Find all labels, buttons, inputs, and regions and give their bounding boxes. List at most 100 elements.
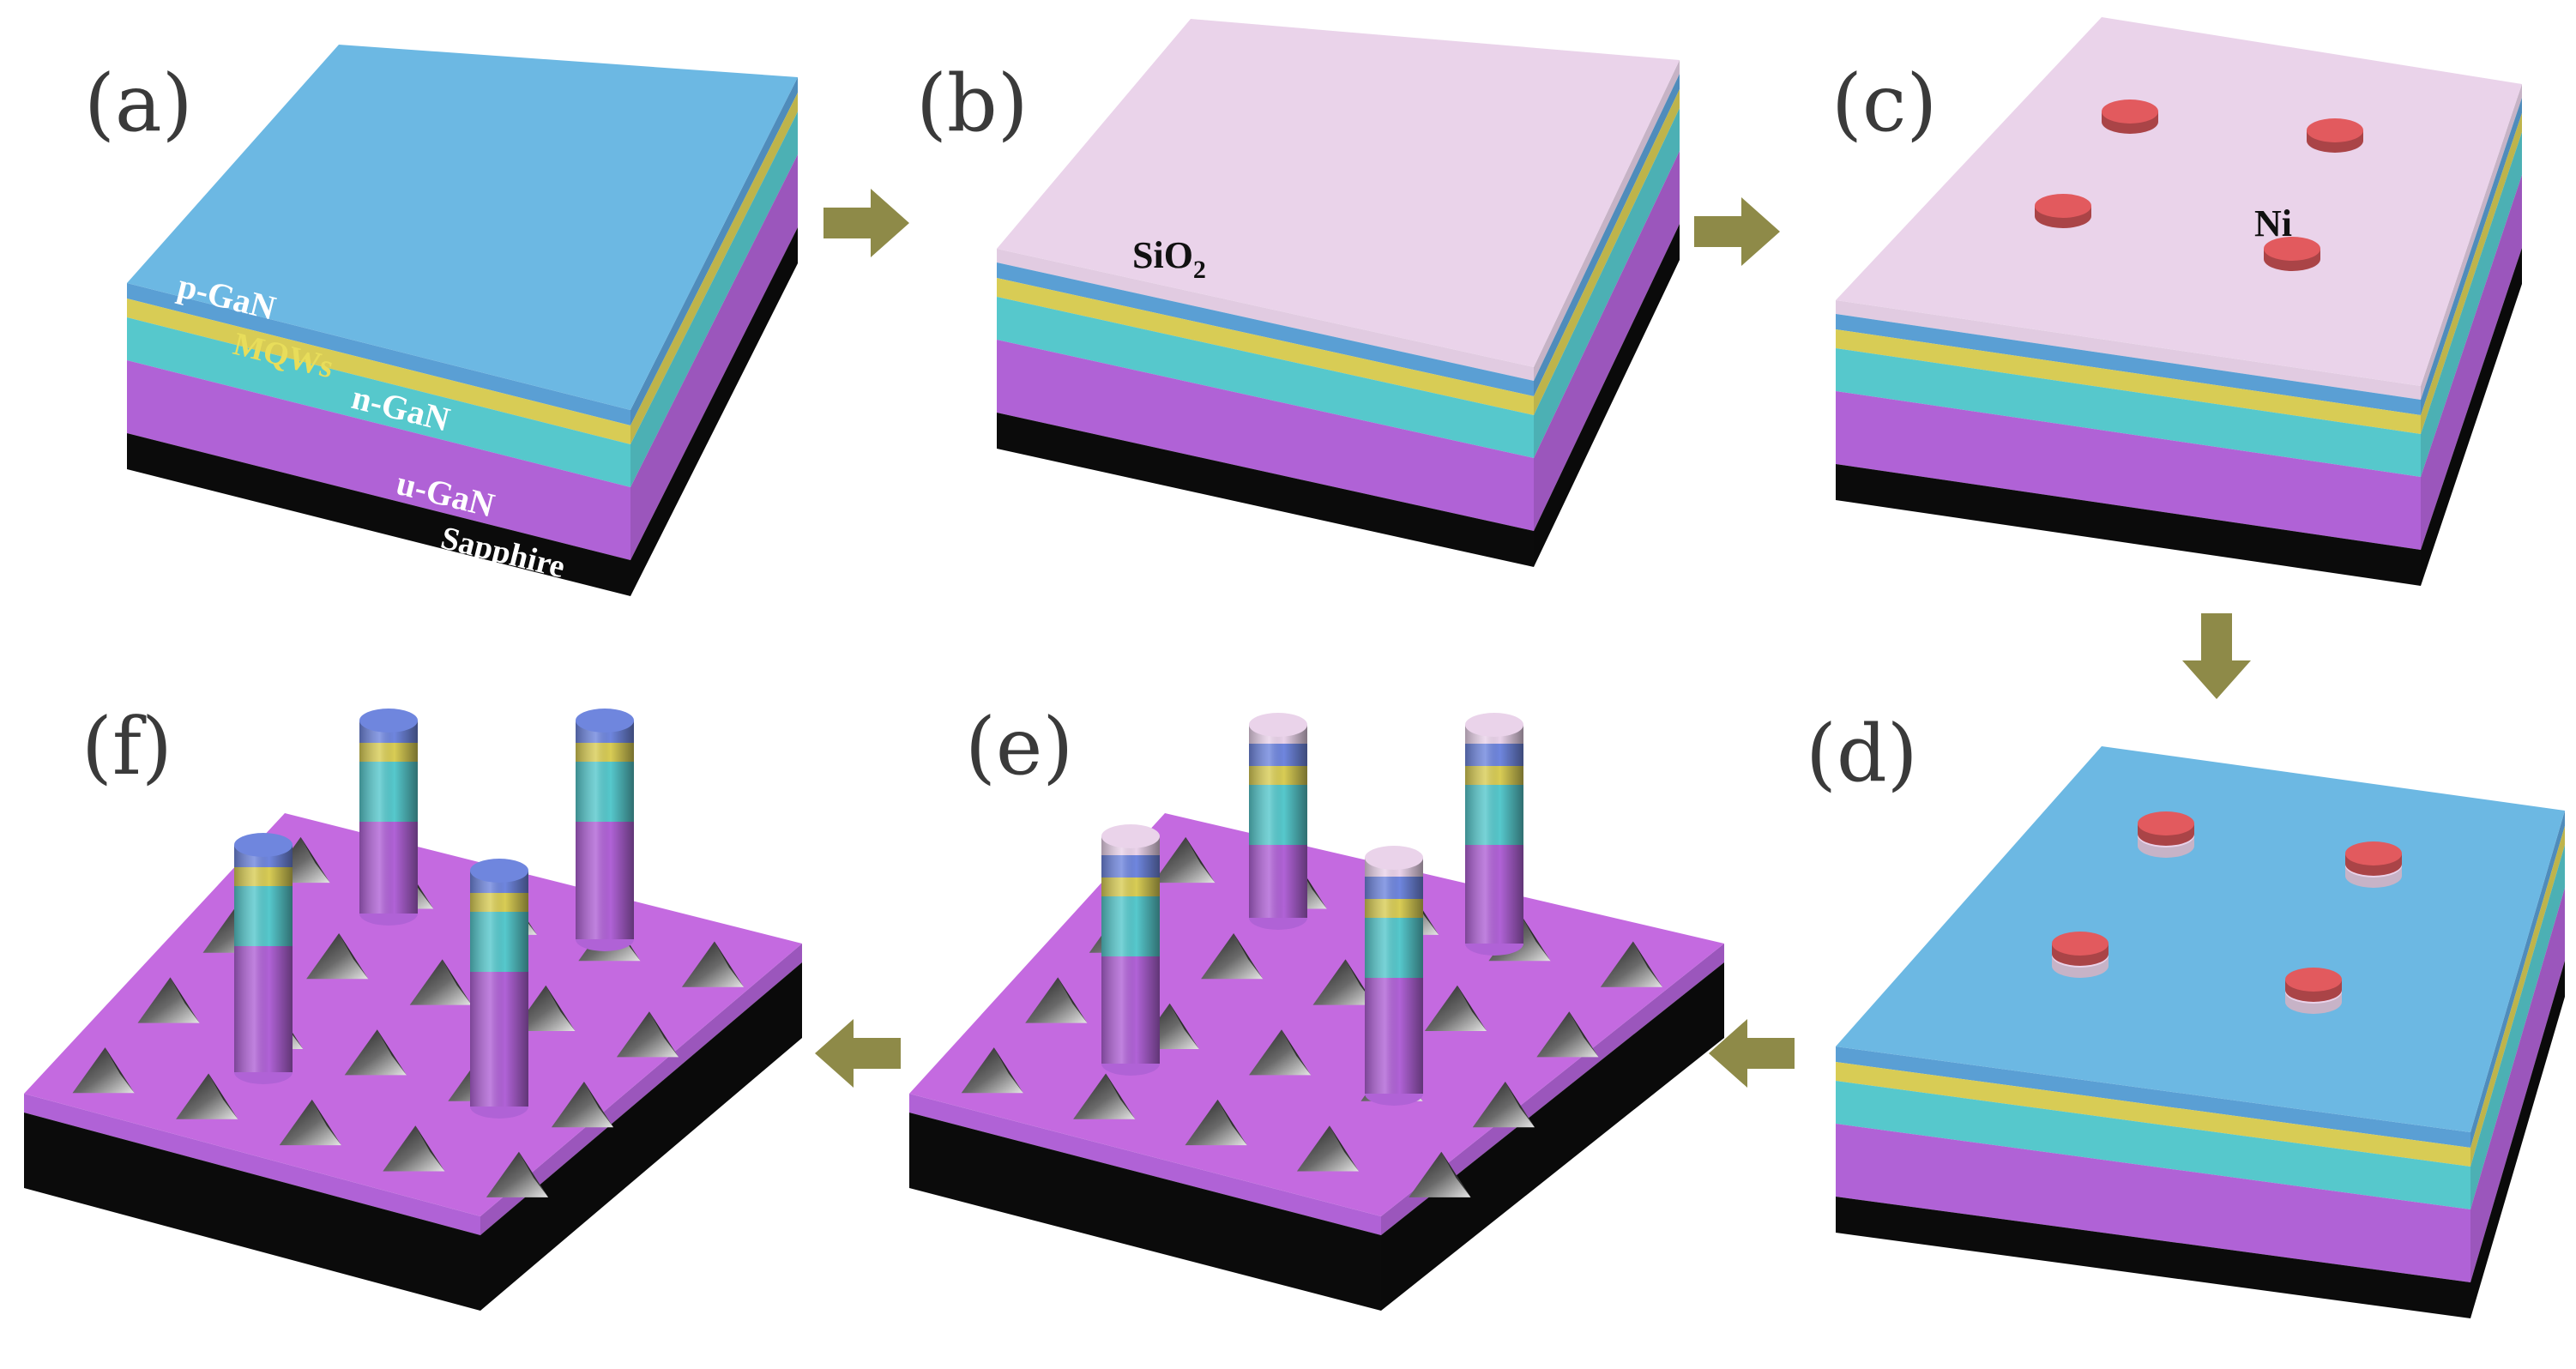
nanorod-e-2-top [1465, 713, 1523, 737]
platform-f-pit [513, 985, 576, 1031]
nanorod-f-3-top [234, 833, 293, 857]
arrow-left-icon [1709, 1019, 1795, 1088]
platform-e-pit-shadow [1521, 915, 1551, 962]
platform-e-pit-shadow [1282, 1029, 1312, 1076]
platform-f-pit-shadow [404, 863, 434, 909]
panel-e [909, 713, 1724, 1311]
nanorod-e-1-top [1249, 713, 1307, 737]
platform-f-pit [176, 1073, 238, 1119]
stack-d-side-u-gan [2470, 888, 2565, 1282]
platform-f-pit-shadow [170, 977, 200, 1023]
stack-b-side-p-gan [1534, 74, 1680, 396]
stack-c-side-p-gan [2421, 98, 2522, 415]
stack-a-front-sapphire [127, 433, 630, 596]
panel-label-f: (f) [81, 701, 172, 793]
stack-a-side-p-gan [630, 77, 798, 425]
stack-c-side-n-gan [2421, 132, 2522, 477]
nanorod-f-2-shade [576, 721, 634, 939]
platform-f-pit-shadow [415, 1125, 445, 1172]
stack-a-side-n-gan [630, 112, 798, 487]
platform-e-pit-shadow [1234, 933, 1264, 980]
stack-d-front-sapphire [1836, 1197, 2470, 1318]
nanorod-e-1-shade [1249, 725, 1307, 918]
platform-e-pit [1153, 836, 1216, 884]
platform-f-pit [344, 1029, 407, 1076]
platform-e-pit-shadow [1441, 1151, 1471, 1197]
platform-f-pit [279, 1099, 341, 1146]
stack-c-front-mqws [1836, 329, 2421, 434]
stack-d-front-n-gan [1836, 1081, 2470, 1209]
platform-e-pit [1073, 1073, 1136, 1119]
stack-b-side-sapphire [1534, 224, 1680, 567]
stack-c-front-p-gan [1836, 314, 2421, 415]
platform-e-pit-shadow [1329, 1125, 1360, 1172]
stack-c-side-u-gan [2421, 175, 2522, 550]
stack-d-front-u-gan [1836, 1124, 2470, 1282]
panel-label-b: (b) [916, 57, 1029, 149]
stack-b-front-sapphire [997, 413, 1534, 567]
platform-e-pit-shadow [1569, 1011, 1599, 1058]
platform-f-pit [551, 1082, 614, 1128]
platform-f-pit [616, 1011, 679, 1058]
stack-a-front-u-gan [127, 360, 630, 560]
stack-c-front-n-gan [1836, 348, 2421, 477]
panel-f [24, 709, 802, 1311]
stack-a-side-u-gan [630, 154, 798, 560]
nanorod-e-4-top [1365, 846, 1423, 870]
platform-f-pit-shadow [546, 985, 576, 1031]
ni-dot-d-2-top [2345, 841, 2402, 865]
stack-b-front-sio2 [997, 249, 1534, 381]
platform-e-pit [1025, 977, 1088, 1023]
stack-d-side-n-gan [2470, 845, 2565, 1209]
platform-e-pit-shadow [1169, 1003, 1199, 1049]
platform-e-pit-shadow [1058, 977, 1088, 1023]
stack-a-side-sapphire [630, 227, 798, 596]
stack-a-front-p-gan [127, 283, 630, 425]
stack-d-front-p-gan [1836, 1046, 2470, 1148]
stack-a-front-mqws [127, 299, 630, 444]
stack-c-side-sapphire [2421, 248, 2522, 586]
platform-f-pit-shadow [339, 933, 369, 980]
platform-e-pit-shadow [1185, 836, 1216, 884]
stack-b-side-u-gan [1534, 151, 1680, 531]
platform-e-pit [1424, 985, 1487, 1031]
platform-f-side-u-gan [480, 944, 802, 1235]
stack-a-side-mqws [630, 93, 798, 444]
stack-b-top-face [997, 19, 1680, 367]
platform-e-front-u-gan [909, 1094, 1381, 1235]
label-ni: Ni [2254, 202, 2292, 244]
arrow-down-icon [2182, 613, 2251, 699]
platform-f-pit-shadow [583, 1082, 614, 1128]
panel-d [1836, 746, 2565, 1318]
ni-dot-c-4-top [2264, 237, 2320, 261]
platform-f-pit [306, 933, 369, 980]
platform-e-pit [1296, 1125, 1360, 1172]
stack-b-front-mqws [997, 278, 1534, 415]
stack-d-side-mqws [2470, 826, 2565, 1167]
platform-f-pit [681, 941, 745, 987]
nanorod-f-1-shade [359, 721, 418, 914]
platform-e-pit [1312, 959, 1375, 1005]
platform-e-pit-shadow [1409, 889, 1439, 935]
panel-a [127, 45, 798, 596]
label-sio2: SiO2 [1132, 234, 1206, 284]
platform-e-pit [961, 1047, 1023, 1094]
platform-f-pit-shadow [208, 1073, 238, 1119]
platform-e-pit [1409, 1151, 1471, 1197]
platform-e-pit [1536, 1011, 1599, 1058]
nanorod-f-4-shade [470, 871, 528, 1107]
panel-b [997, 19, 1680, 567]
platform-f-pit-shadow [649, 1011, 679, 1058]
nanorod-e-4-shade [1365, 858, 1423, 1094]
stack-b-side-mqws [1534, 89, 1680, 415]
nanorod-f-1-top [359, 709, 418, 733]
stack-c-top-face [1836, 17, 2522, 386]
stack-c-front-u-gan [1836, 391, 2421, 550]
stack-c-side-sio2 [2421, 84, 2522, 400]
platform-e-pit-shadow [1297, 863, 1327, 909]
platform-f-pit-shadow [311, 1099, 341, 1146]
arrow-right-icon [1694, 197, 1780, 266]
arrow-right-icon [823, 189, 909, 257]
panel-c [1836, 17, 2522, 586]
platform-e-pit [1201, 933, 1264, 980]
